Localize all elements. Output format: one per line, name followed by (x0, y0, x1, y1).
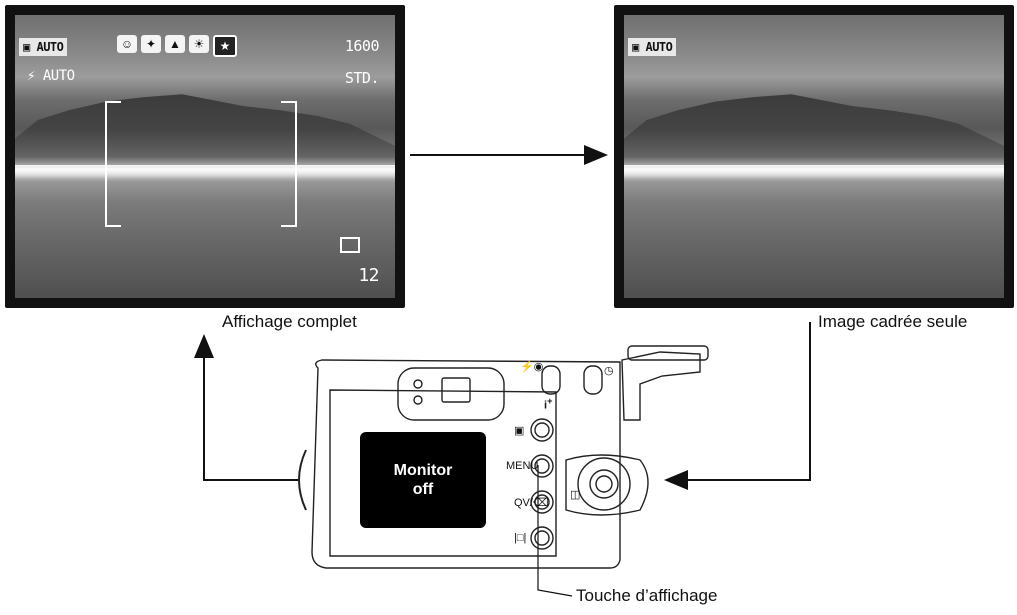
qv-label-text: QV/ (514, 497, 533, 509)
self-timer-icon: ◷ (604, 364, 614, 377)
monitor-off-line1: Monitor (394, 461, 453, 480)
monitor-off-line2: off (413, 480, 433, 499)
trash-icon: ⌫ (533, 497, 549, 509)
exposure-comp-icon: ◫ (570, 488, 580, 501)
menu-button-label: MENU (506, 460, 538, 472)
arrow-to-full-display (204, 338, 300, 480)
monitor-off-screen: Monitor off (360, 432, 486, 528)
qv-delete-label: QV/⌫ (514, 496, 549, 509)
flash-redeye-icon: ⚡◉ (520, 360, 543, 373)
display-button-icon: |□| (514, 532, 526, 544)
mode-button-icon: ▣ (514, 424, 524, 437)
info-button-label: i+ (544, 396, 552, 412)
